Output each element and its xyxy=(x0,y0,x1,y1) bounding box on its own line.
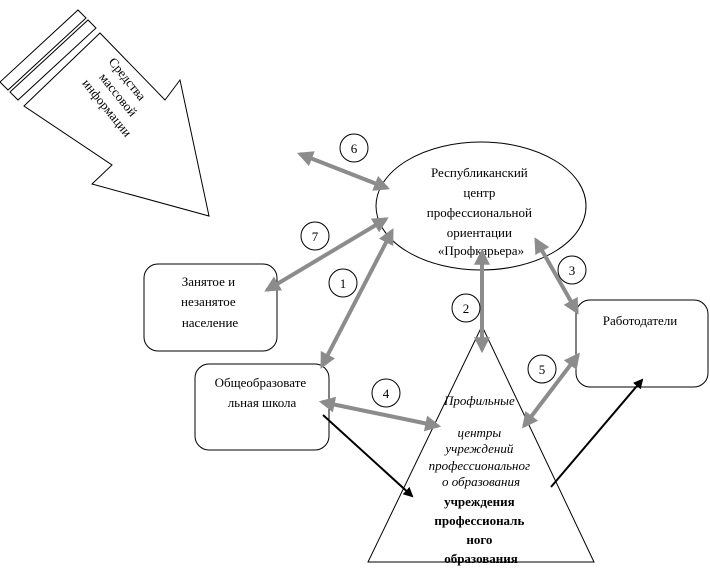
republican-center-label: Республиканский центр профессиональной о… xyxy=(427,165,535,258)
arrow-number-3: 3 xyxy=(557,255,587,285)
svg-text:4: 4 xyxy=(383,386,390,401)
arrow-vocational-to-employers xyxy=(550,378,644,488)
arrow-6-center-to-media xyxy=(297,151,390,191)
svg-text:6: 6 xyxy=(351,141,358,156)
svg-text:1: 1 xyxy=(340,276,347,291)
svg-text:5: 5 xyxy=(539,362,546,377)
school-node: Общеобразовате льная школа xyxy=(194,363,330,451)
population-label: Занятое и незанятое население xyxy=(181,274,239,330)
arrow-number-2: 2 xyxy=(451,293,481,323)
employers-label: Работодатели xyxy=(603,313,678,328)
svg-text:3: 3 xyxy=(569,263,576,278)
svg-text:7: 7 xyxy=(312,229,319,244)
arrow-4-school-to-triangle xyxy=(318,396,442,432)
profile-centers-label: Профильные центры учреждений профессиона… xyxy=(429,393,534,489)
gray-arrows xyxy=(264,151,580,432)
arrow-number-5: 5 xyxy=(527,354,557,384)
vocational-triangle-node: Профильные центры учреждений профессиона… xyxy=(367,324,595,566)
employers-node: Работодатели xyxy=(575,299,709,388)
svg-text:2: 2 xyxy=(463,301,470,316)
republican-center-node: Республиканский центр профессиональной о… xyxy=(375,141,587,271)
arrow-5-triangle-to-employers xyxy=(522,352,580,429)
population-node: Занятое и незанятое население xyxy=(143,263,278,352)
arrow-number-4: 4 xyxy=(371,378,401,408)
arrow-3-center-to-employers xyxy=(534,237,579,315)
arrow-number-7: 7 xyxy=(300,221,330,251)
arrow-1-center-to-school xyxy=(320,228,394,369)
school-label: Общеобразовате льная школа xyxy=(215,375,310,410)
black-arrows xyxy=(322,378,644,498)
arrow-number-6: 6 xyxy=(339,133,369,163)
arrow-number-1: 1 xyxy=(328,268,358,298)
arrow-school-to-vocational xyxy=(322,414,414,498)
mass-media-arrow: Средства массовой информации xyxy=(0,9,210,217)
vocational-institutions-label: учреждения профессиональ ного образовани… xyxy=(434,494,527,566)
